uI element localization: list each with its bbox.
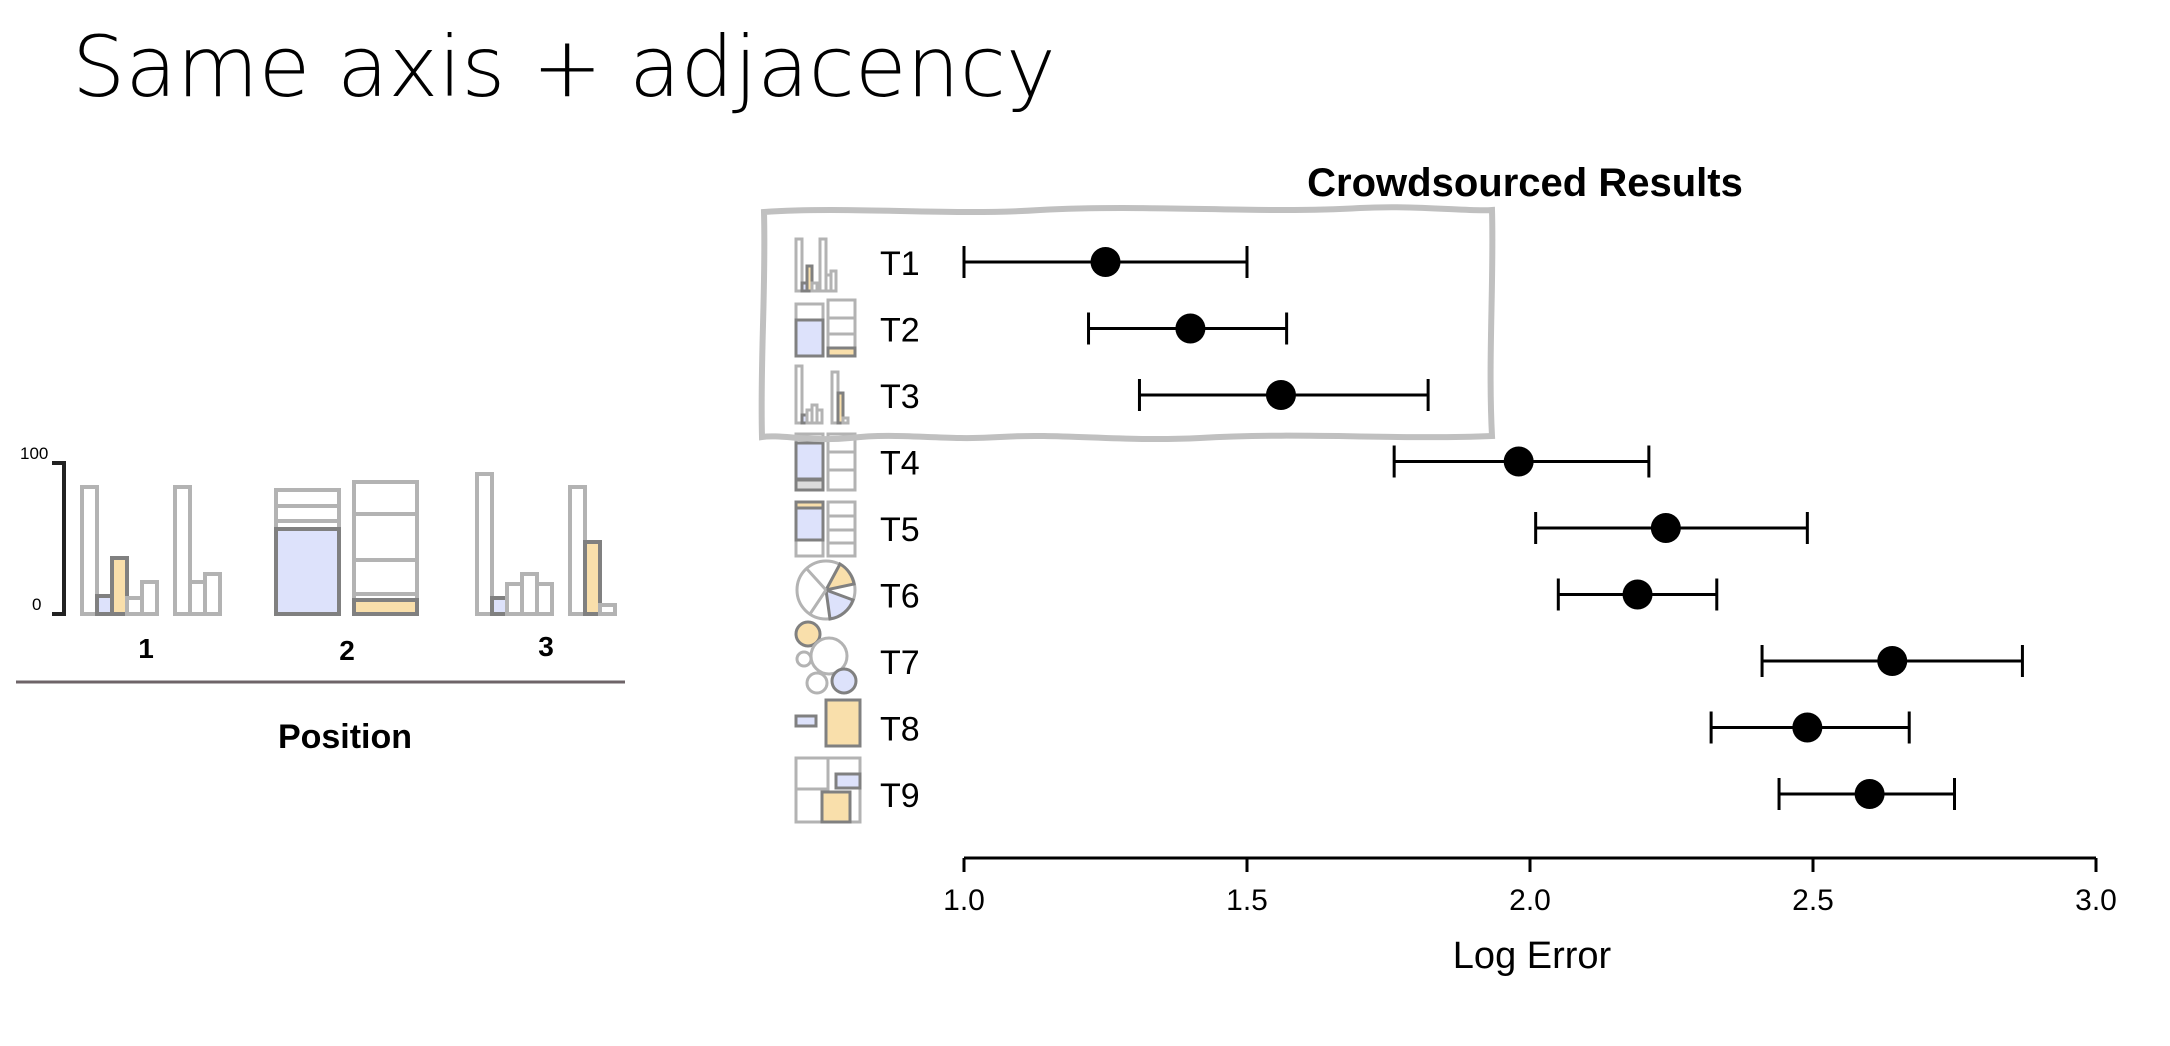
x-axis-label: Log Error	[1453, 935, 1612, 977]
category-label-t5: T5	[880, 511, 920, 549]
error-bar-t9	[1777, 778, 1956, 810]
group-label-3: 3	[538, 631, 554, 662]
category-label-t9: T9	[880, 777, 920, 815]
slide-title: Same axis + adjacency	[72, 18, 1056, 116]
task-icon-t6	[795, 559, 857, 621]
task-icon-t4	[794, 432, 857, 492]
category-label-t4: T4	[880, 445, 920, 483]
point-t4	[1503, 446, 1534, 477]
task-icon-t2	[794, 298, 857, 358]
x-tick-label: 3.0	[2075, 884, 2117, 917]
task-icon-t7	[794, 620, 858, 695]
y-min-label: 0	[32, 595, 41, 614]
category-label-t6: T6	[880, 578, 920, 616]
diagram-group-3	[475, 472, 617, 616]
point-t5	[1650, 513, 1681, 543]
category-label-t8: T8	[880, 711, 920, 749]
x-tick-label: 2.0	[1509, 884, 1551, 917]
category-label-t2: T2	[880, 312, 920, 350]
error-bar-t5	[1534, 512, 1809, 544]
task-icon-t5	[794, 500, 857, 558]
position-diagram: 100 0	[16, 444, 625, 756]
group-label-2: 2	[339, 635, 355, 666]
error-bar-t2	[1087, 312, 1289, 345]
y-axis-bracket	[52, 461, 66, 616]
error-bar-t3	[1137, 379, 1430, 411]
point-t1	[1090, 247, 1121, 277]
point-t2	[1175, 313, 1206, 344]
error-bar-t1	[962, 246, 1249, 278]
category-label-t7: T7	[880, 644, 920, 682]
x-tick-label: 1.0	[943, 884, 985, 917]
diagram-group-1	[80, 485, 222, 616]
x-tick-label: 2.5	[1792, 884, 1834, 917]
point-t6	[1622, 579, 1653, 610]
error-bar-marks	[962, 246, 2024, 810]
x-tick-label: 1.5	[1226, 884, 1268, 917]
diagram-group-2	[274, 480, 419, 616]
point-t7	[1877, 646, 1908, 676]
x-axis-ticks: 1.0 1.5 2.0 2.5 3.0	[943, 858, 2117, 917]
task-icon-t1	[794, 237, 838, 293]
point-t9	[1854, 779, 1885, 809]
point-t3	[1265, 380, 1296, 410]
highlight-box	[758, 204, 1496, 443]
chart-title: Crowdsourced Results	[1307, 161, 1743, 205]
error-bar-t4	[1392, 445, 1651, 478]
results-chart: Crowdsourced Results	[758, 161, 2117, 977]
error-bar-t7	[1760, 645, 2024, 677]
y-max-label: 100	[20, 444, 48, 463]
task-icon-t9	[794, 756, 862, 824]
task-icons	[794, 237, 862, 824]
error-bar-t8	[1709, 711, 1911, 744]
task-icon-t3	[794, 364, 850, 425]
diagram-axis-label: Position	[278, 718, 412, 756]
group-label-1: 1	[138, 633, 154, 664]
category-label-t3: T3	[880, 378, 920, 416]
category-label-t1: T1	[880, 245, 920, 283]
task-icon-t8	[794, 698, 862, 748]
point-t8	[1792, 712, 1823, 743]
error-bar-t6	[1556, 578, 1719, 611]
